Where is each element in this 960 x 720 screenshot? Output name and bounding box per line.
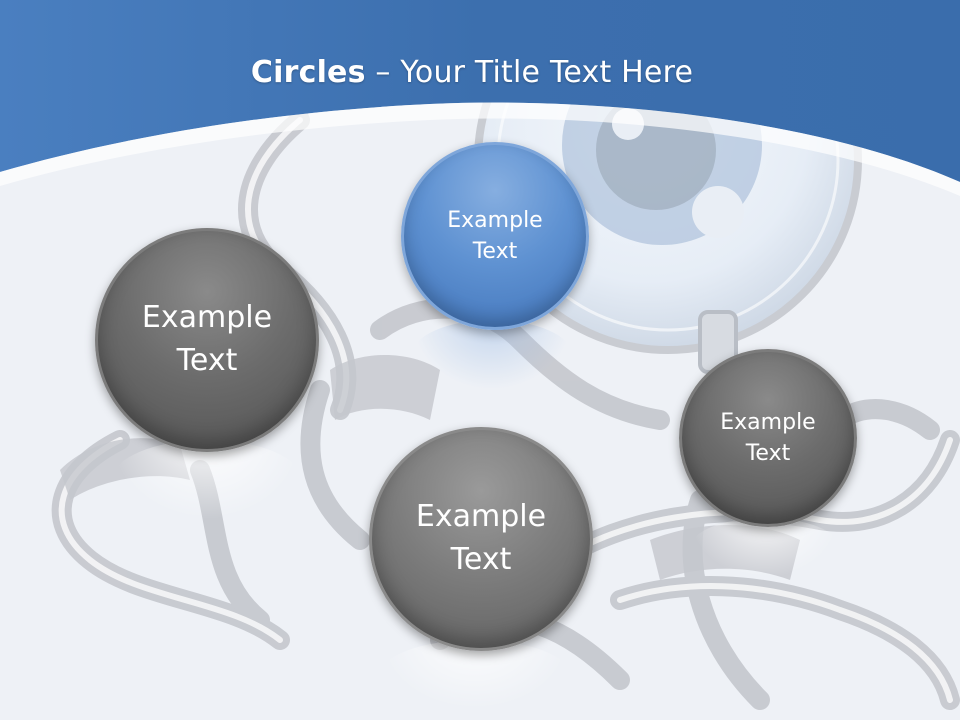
header-band xyxy=(0,0,960,182)
circle-text-line2: Text xyxy=(472,239,518,264)
title-rest: Your Title Text Here xyxy=(400,55,694,90)
circle-text-line1: Example xyxy=(415,499,547,535)
circle-text-line1: Example xyxy=(141,300,273,336)
title-bold: Circles xyxy=(250,55,366,90)
circle-text-line1: Example xyxy=(720,409,816,435)
circle-text-line2: Text xyxy=(745,441,791,466)
example-circle-bottom-center[interactable]: Example Text xyxy=(369,427,593,651)
example-circle-blue[interactable]: Example Text xyxy=(401,142,589,330)
slide-title: Circles – Your Title Text Here xyxy=(0,55,944,90)
circle-text-line1: Example xyxy=(447,207,543,233)
example-circle-large-left[interactable]: Example Text xyxy=(95,228,319,452)
example-circle-small-right[interactable]: Example Text xyxy=(679,349,857,527)
circle-text-line2: Text xyxy=(450,542,512,577)
circle-text-line2: Text xyxy=(176,343,238,378)
title-dash: – xyxy=(365,55,401,90)
